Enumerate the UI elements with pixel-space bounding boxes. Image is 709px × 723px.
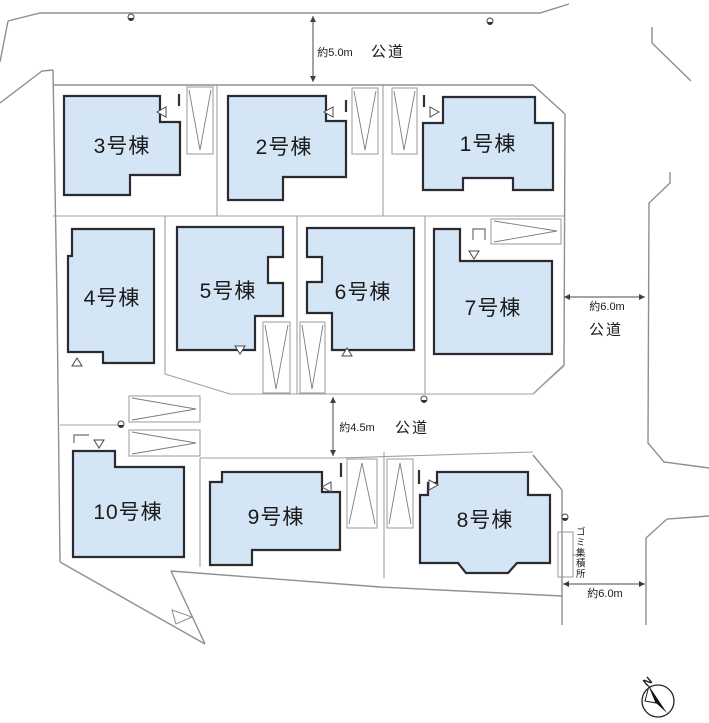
middle-road-label: 公道 <box>394 419 430 437</box>
building-6-label: 6号棟 <box>334 281 392 304</box>
building-2-footprint[interactable] <box>226 94 348 202</box>
building-5-label: 5号棟 <box>199 280 257 303</box>
right-road-dimension: 約6.0m <box>589 301 625 313</box>
utility-covers <box>117 13 569 521</box>
building-9-footprint[interactable] <box>208 470 342 567</box>
building-9-label: 9号棟 <box>247 506 305 529</box>
building-8-label: 8号棟 <box>456 509 514 532</box>
site-boundary-lines <box>0 3 709 645</box>
top-road-dimension: 約5.0m <box>317 47 353 59</box>
building-6-footprint[interactable] <box>305 226 416 352</box>
top-road-label: 公道 <box>370 43 406 61</box>
north-compass <box>641 684 675 718</box>
entrance-markers <box>71 94 486 493</box>
building-1-footprint[interactable] <box>421 95 555 192</box>
bottom-road-dimension: 約6.0m <box>587 588 623 600</box>
building-4-label: 4号棟 <box>83 287 141 310</box>
building-2-label: 2号棟 <box>255 136 313 159</box>
building-1-label: 1号棟 <box>459 133 517 156</box>
lot-lines <box>53 85 565 578</box>
middle-road-dimension: 約4.5m <box>339 422 375 434</box>
garbage-station-label: ゴミ集積所 <box>573 526 585 580</box>
building-3-label: 3号棟 <box>93 135 151 158</box>
building-4-footprint[interactable] <box>66 227 156 365</box>
dimension-arrows <box>310 16 645 587</box>
building-5-footprint[interactable] <box>175 225 285 352</box>
building-10-footprint[interactable] <box>71 449 186 559</box>
building-7-label: 7号棟 <box>464 297 522 320</box>
garbage-station-box <box>557 531 582 578</box>
driveway-wedges <box>128 86 562 529</box>
building-7-footprint[interactable] <box>432 227 554 356</box>
right-road-label: 公道 <box>588 321 624 339</box>
building-10-label: 10号棟 <box>93 501 163 524</box>
building-footprints <box>62 94 555 575</box>
building-8-footprint[interactable] <box>418 470 552 575</box>
building-3-footprint[interactable] <box>62 94 182 197</box>
